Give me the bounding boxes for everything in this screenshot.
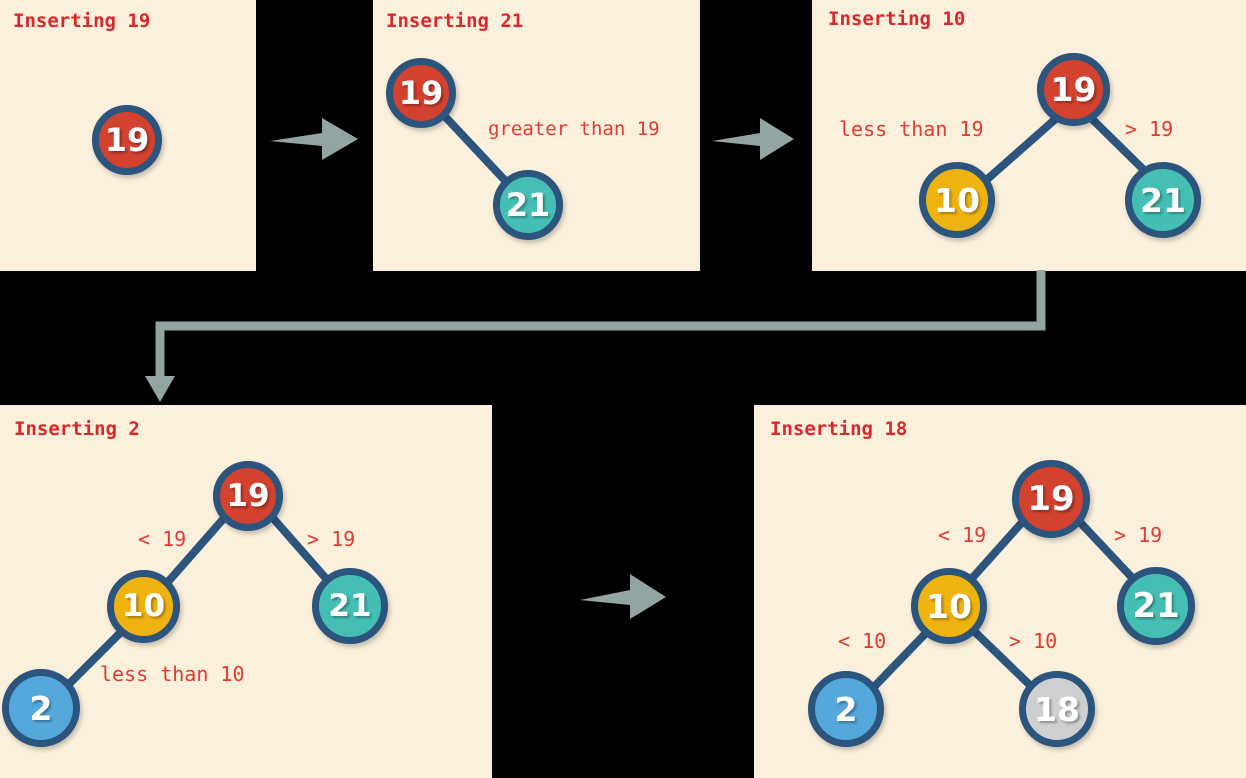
edge-label-less-19: < 19 [938, 523, 987, 547]
tree-node-21: 21 [1117, 567, 1195, 645]
edge-label-greater-19: > 19 [1114, 523, 1163, 547]
edge-label-less-10: < 10 [838, 629, 887, 653]
tree-node-2: 2 [808, 671, 884, 747]
flow-arrow-1 [270, 118, 358, 160]
panel-title: Inserting 10 [828, 8, 966, 30]
flow-connector-down [145, 270, 1046, 402]
tree-node-10: 10 [107, 570, 180, 643]
panel-insert-21: Inserting 21 19 21 greater than 19 [373, 0, 700, 271]
tree-node-21: 21 [1125, 162, 1201, 238]
tree-node-19: 19 [213, 461, 283, 531]
tree-node-10: 10 [911, 568, 987, 644]
panel-title: Inserting 18 [770, 418, 908, 440]
panel-title: Inserting 2 [14, 418, 140, 440]
flow-arrow-3 [580, 574, 666, 619]
edge-label-greater-than-19: greater than 19 [488, 118, 660, 140]
tree-node-21: 21 [493, 170, 563, 240]
edge-label-greater-19: > 19 [307, 527, 356, 551]
panel-title: Inserting 19 [13, 10, 151, 32]
tree-node-18: 18 [1019, 671, 1095, 747]
edge-label-less-19: < 19 [138, 527, 187, 551]
panel-insert-19: Inserting 19 19 [0, 0, 256, 271]
panel-insert-2: Inserting 2 19 10 21 2 < 19 > 19 less th… [0, 405, 492, 778]
tree-graphic: 19 10 21 2 18 < 19 > 19 < 10 > 10 [754, 405, 1246, 778]
panel-title: Inserting 21 [386, 10, 524, 32]
tree-edges [867, 514, 1143, 694]
tree-node-19: 19 [92, 105, 162, 175]
tree-node-19: 19 [1012, 460, 1090, 538]
tree-node-2: 2 [2, 669, 80, 747]
tree-node-19: 19 [386, 58, 456, 128]
panel-insert-18: Inserting 18 19 10 21 2 18 < [754, 405, 1246, 778]
tree-graphic: 19 21 greater than 19 [373, 0, 700, 271]
flow-arrow-2 [712, 118, 794, 160]
edge-label-greater-19: > 19 [1125, 117, 1174, 141]
tree-edges [59, 513, 334, 694]
tree-node-21: 21 [312, 568, 388, 644]
tree-node-10: 10 [919, 162, 995, 238]
panel-insert-10: Inserting 10 19 10 21 less than 19 > 19 [812, 0, 1246, 271]
edge-label-greater-10: > 10 [1009, 629, 1058, 653]
edge-label-less-than-10: less than 10 [100, 662, 245, 686]
tree-graphic: 19 [0, 0, 256, 271]
tree-graphic: 19 10 21 less than 19 > 19 [812, 0, 1246, 271]
tree-node-19: 19 [1037, 53, 1110, 126]
edge-label-less-than-19: less than 19 [839, 117, 984, 141]
tree-graphic: 19 10 21 2 < 19 > 19 less than 10 [0, 405, 492, 778]
